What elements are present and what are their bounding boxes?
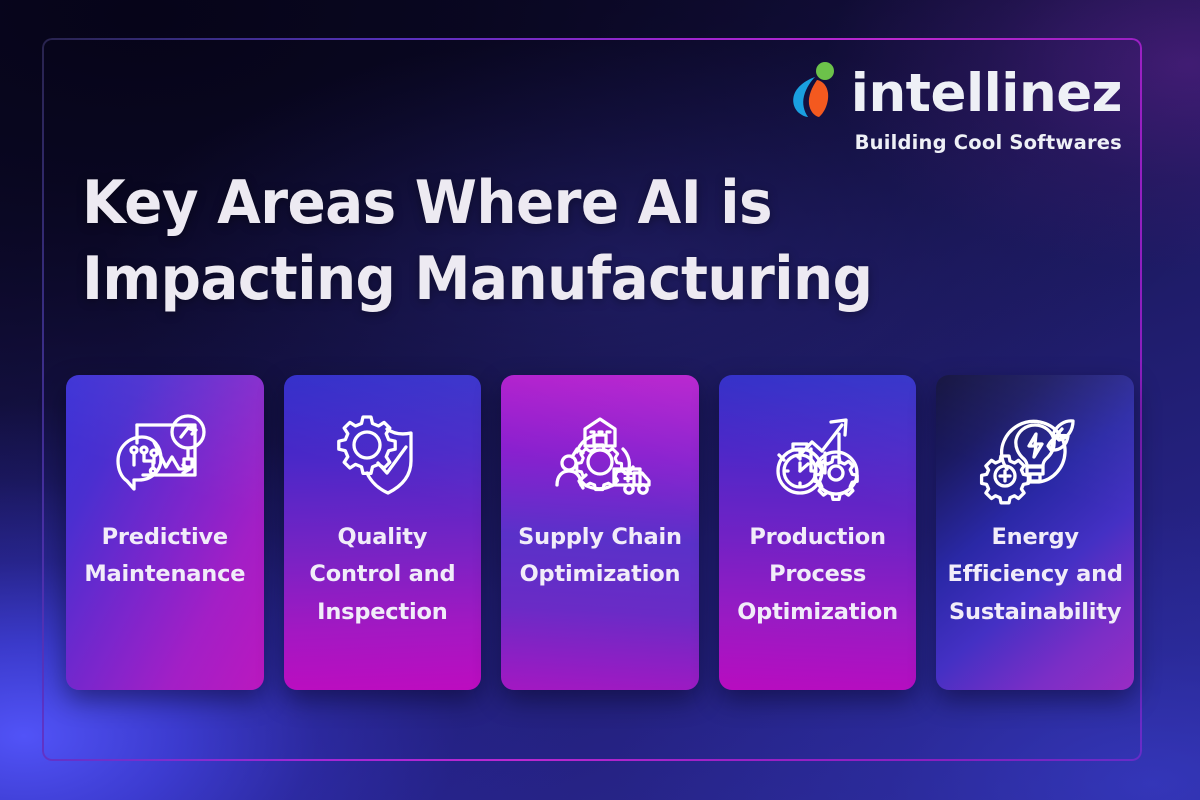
card-label-line: Supply Chain <box>518 524 682 550</box>
card-label-production-process-optimization: Production Process Optimization <box>729 519 906 631</box>
page-title-line-1: Key Areas Where AI is <box>82 168 773 238</box>
warehouse-gear-truck-cycle-icon <box>544 401 656 505</box>
brand-tagline: Building Cool Softwares <box>854 131 1122 154</box>
card-label-quality-control-and-inspection: Quality Control and Inspection <box>301 519 463 631</box>
page-title: Key Areas Where AI is Impacting Manufact… <box>82 166 928 317</box>
card-production-process-optimization[interactable]: Production Process Optimization <box>718 375 917 690</box>
card-label-line: Inspection <box>317 598 448 625</box>
card-label-line: Production <box>749 524 886 550</box>
stopwatch-gear-growth-arrow-icon <box>762 401 874 505</box>
intellinez-logomark-icon <box>793 62 834 117</box>
card-label-line: Energy <box>991 524 1080 550</box>
card-label-supply-chain-optimization: Supply Chain Optimization <box>510 519 690 594</box>
brand-wordmark: intellinez <box>850 62 1123 124</box>
brand-logo: intellinez Building Cool Softwares <box>785 60 1123 154</box>
gear-shield-check-icon <box>326 401 438 505</box>
card-label-line: Quality <box>337 524 428 550</box>
card-label-line: Optimization <box>737 598 898 625</box>
card-quality-control-and-inspection[interactable]: Quality Control and Inspection <box>283 375 482 690</box>
card-label-energy-efficiency-and-sustainability: Energy Efficiency and Sustainability <box>940 519 1131 631</box>
lightbulb-leaf-gear-icon <box>979 401 1091 505</box>
card-label-line: Sustainability <box>949 598 1122 625</box>
card-label-line: Process <box>769 561 867 588</box>
card-predictive-maintenance[interactable]: Predictive Maintenance <box>66 375 264 690</box>
page-title-line-2: Impacting Manufacturing <box>82 243 873 314</box>
key-areas-card-row: Predictive Maintenance Quality Control a… <box>66 375 1134 690</box>
card-label-line: Optimization <box>519 561 681 588</box>
card-label-line: Control and <box>309 561 456 588</box>
card-supply-chain-optimization[interactable]: Supply Chain Optimization <box>501 375 699 690</box>
card-label-line: Predictive <box>101 524 229 550</box>
card-energy-efficiency-and-sustainability[interactable]: Energy Efficiency and Sustainability <box>936 375 1134 690</box>
ai-head-chart-magnifier-icon <box>109 401 221 505</box>
card-label-line: Efficiency and <box>947 561 1124 588</box>
card-label-predictive-maintenance: Predictive Maintenance <box>76 519 253 594</box>
card-label-line: Maintenance <box>84 561 246 588</box>
